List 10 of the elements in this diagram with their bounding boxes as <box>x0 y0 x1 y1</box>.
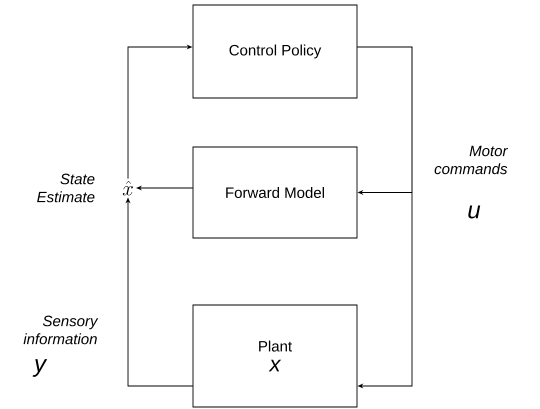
state-symbol: $\hat{x}$ <box>122 180 133 196</box>
signal-symbol: y <box>32 359 48 377</box>
state-label: State Estimate <box>37 174 94 202</box>
process-box: Forward Model <box>192 146 358 238</box>
signal-symbol: u <box>468 206 480 218</box>
process-box: Control Policy <box>192 4 358 98</box>
signal-label: Sensory information <box>24 316 98 344</box>
signal-label: Motor commands <box>434 146 508 174</box>
process-box: Plant x <box>192 304 358 408</box>
arrow <box>357 46 412 389</box>
